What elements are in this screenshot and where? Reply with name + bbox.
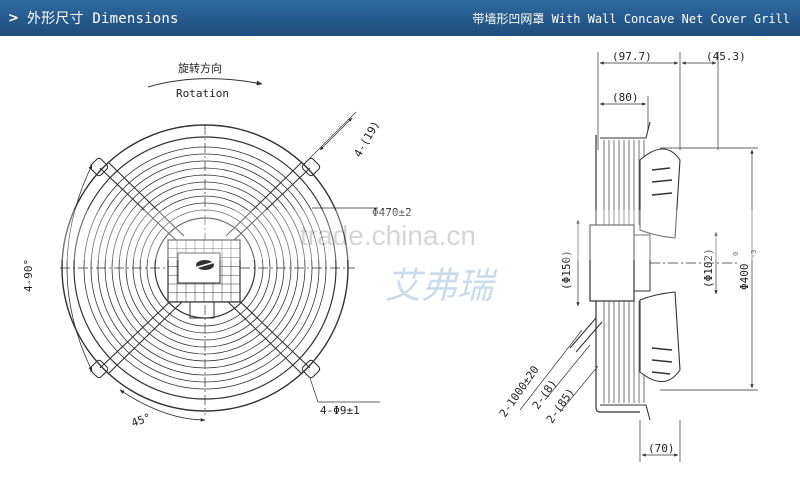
dim-400-label: Φ400: [738, 264, 751, 291]
dimension-drawing: 旋转方向 Rotation 4-(19) Φ470±2 4-90° 45° 4-…: [0, 50, 800, 462]
support-bars: [99, 161, 311, 375]
watermark: trade.china.cn 艾弗瑞: [0, 210, 800, 306]
watermark-brand: 艾弗瑞: [385, 265, 498, 306]
angle-bottom-label: 45°: [130, 411, 153, 430]
chevron-right-icon: >: [8, 10, 19, 26]
header-subtitle: 带墙形凹网罩 With Wall Concave Net Cover Grill: [472, 11, 790, 26]
dim-80-label: (80): [612, 91, 639, 104]
holes-top-label: 4-(19): [351, 119, 382, 160]
fan-logo-icon: [194, 260, 216, 270]
rotation-label-en: Rotation: [176, 87, 229, 100]
dim-400-tol-bottom: -3: [750, 250, 758, 258]
rotation-label-cn: 旋转方向: [178, 61, 222, 75]
angle-left-label: 4-90°: [22, 259, 35, 292]
mount-holes-label: 4-Φ9±1: [320, 404, 360, 417]
diameter-label: Φ470±2: [372, 206, 412, 219]
cable-length-label: 2-1000±20: [497, 363, 542, 419]
header-title: 外形尺寸 Dimensions: [26, 11, 179, 27]
side-view: [519, 52, 758, 462]
dim-97-label: (97.7): [612, 50, 652, 63]
dim-150-label: (Φ150): [560, 250, 573, 290]
dim-102-label: (Φ102): [702, 248, 715, 288]
mounting-feet: [89, 157, 321, 379]
dim-45-label: (45.3): [706, 50, 746, 63]
rotation-arrow: [147, 78, 263, 88]
header-bar: > 外形尺寸 Dimensions 带墙形凹网罩 With Wall Conca…: [0, 0, 800, 36]
dim-400-tol-top: 0: [732, 252, 740, 256]
dim-70-label: (70): [648, 442, 675, 455]
watermark-site: trade.china.cn: [300, 220, 476, 251]
header-left: > 外形尺寸 Dimensions: [8, 8, 179, 28]
